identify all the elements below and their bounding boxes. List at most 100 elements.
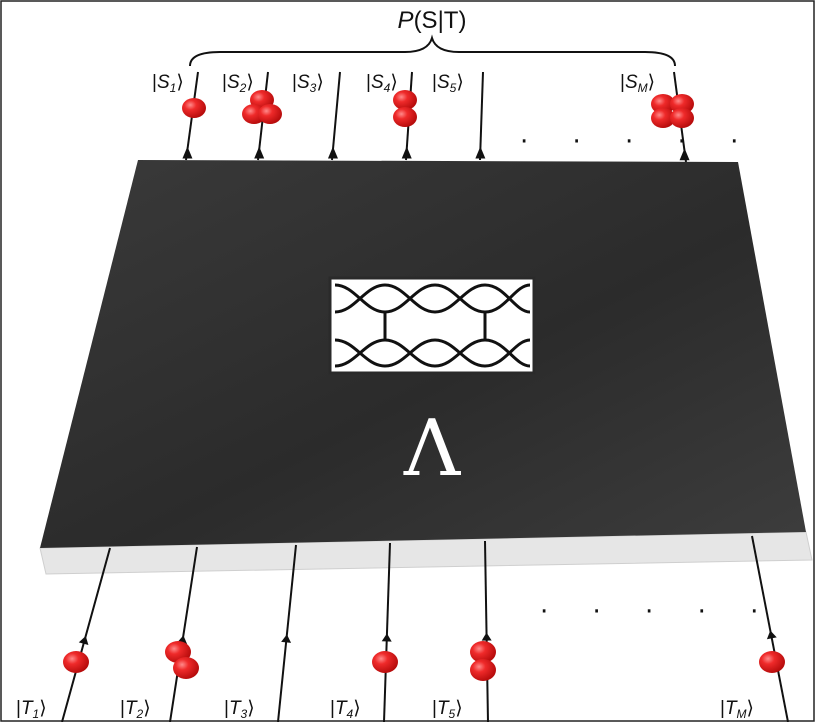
ket-close: ⟩ [455, 698, 462, 719]
ket-subscript: M [737, 707, 747, 721]
input-photon [759, 651, 785, 673]
input-mode-label: |T5⟩ [432, 698, 463, 721]
input-arrow-icon [481, 632, 492, 641]
ket-open: | [224, 698, 229, 719]
output-mode-label: |S5⟩ [432, 72, 464, 95]
ket-open: | [330, 698, 335, 719]
output-photon [670, 94, 694, 114]
output-mode-label: |S2⟩ [222, 72, 254, 95]
input-labels: |T1⟩|T2⟩|T3⟩|T4⟩|T5⟩|TM⟩ [16, 698, 754, 721]
photons [63, 90, 785, 681]
output-photon [651, 108, 675, 128]
ket-letter: T [229, 698, 242, 719]
input-mode-label: |T1⟩ [16, 698, 47, 721]
input-photon [173, 657, 199, 679]
ket-close: ⟩ [353, 698, 360, 719]
ket-close: ⟩ [316, 72, 323, 93]
ket-open: | [432, 698, 437, 719]
input-mode-line [751, 535, 789, 722]
output-photon [393, 90, 417, 110]
input-arrow-icon [78, 635, 89, 646]
ket-open: | [432, 72, 437, 93]
ket-close: ⟩ [648, 72, 655, 93]
input-mode-label: |T2⟩ [120, 698, 151, 721]
input-arrow-icon [766, 630, 777, 640]
ket-close: ⟩ [390, 72, 397, 93]
title-args: (S|T) [414, 7, 467, 34]
ket-subscript: 2 [239, 81, 247, 95]
ket-close: ⟩ [39, 698, 46, 719]
output-lines [182, 71, 690, 163]
ket-open: | [16, 698, 21, 719]
input-mode-line [484, 540, 489, 722]
ket-subscript: 5 [449, 707, 456, 721]
title-prefix: P [398, 7, 414, 34]
input-mode-label: |T4⟩ [330, 698, 361, 721]
ket-letter: T [21, 698, 34, 719]
ket-subscript: 3 [310, 81, 317, 95]
ket-open: | [620, 72, 625, 93]
output-photon [651, 94, 675, 114]
input-ellipsis: · · · · · [540, 597, 776, 627]
output-mode-label: |S4⟩ [366, 72, 398, 95]
ket-letter: T [335, 698, 348, 719]
output-mode-label: |S3⟩ [292, 72, 324, 95]
output-arrow-icon [182, 146, 193, 159]
ket-letter: S [227, 72, 240, 93]
ket-open: | [292, 72, 297, 93]
ket-close: ⟩ [143, 698, 150, 719]
input-lines [61, 535, 789, 722]
output-arrow-icon [679, 148, 690, 161]
input-mode-line [383, 542, 391, 722]
output-mode-line [479, 71, 484, 161]
ket-letter: S [625, 72, 638, 93]
ket-letter: T [725, 698, 738, 719]
output-labels: |S1⟩|S2⟩|S3⟩|S4⟩|S5⟩|SM⟩ [152, 72, 655, 95]
input-mode-line [169, 546, 198, 722]
ket-close: ⟩ [456, 72, 463, 93]
output-photon [182, 98, 206, 118]
input-photon [372, 651, 398, 673]
ket-open: | [120, 698, 125, 719]
ket-letter: T [437, 698, 450, 719]
window-border [328, 276, 536, 375]
ket-open: | [222, 72, 227, 93]
input-mode-label: |T3⟩ [224, 698, 255, 721]
output-photon [393, 107, 417, 127]
ket-open: | [720, 698, 725, 719]
waveguide-network [334, 283, 531, 368]
input-photon [470, 641, 496, 663]
ket-letter: S [371, 72, 384, 93]
lambda-operator: Λ [403, 404, 462, 494]
ket-letter: T [125, 698, 138, 719]
ket-letter: S [437, 72, 450, 93]
input-photon [63, 651, 89, 673]
input-arrow-icon [381, 633, 392, 642]
ket-subscript: 4 [347, 707, 354, 721]
ket-close: ⟩ [747, 698, 754, 719]
output-photon [670, 108, 694, 128]
input-mode-line [61, 547, 111, 722]
ket-open: | [152, 72, 157, 93]
ket-close: ⟩ [247, 698, 254, 719]
output-arrow-icon [327, 146, 338, 159]
output-photon [258, 104, 282, 124]
ket-letter: S [297, 72, 310, 93]
output-ellipsis: · · · · · [520, 127, 756, 157]
ket-subscript: 5 [450, 81, 457, 95]
output-arrow-icon [475, 146, 486, 159]
ket-letter: S [157, 72, 170, 93]
output-mode-label: |S1⟩ [152, 72, 184, 95]
title-brace [189, 34, 676, 67]
input-mode-line [277, 544, 297, 722]
output-mode-label: |SM⟩ [620, 72, 655, 95]
output-arrow-icon [254, 146, 265, 159]
input-arrow-icon [281, 634, 292, 643]
ket-subscript: 1 [33, 707, 40, 721]
input-photon [470, 659, 496, 681]
title-label: P(S|T) [398, 7, 467, 34]
ket-close: ⟩ [176, 72, 183, 93]
